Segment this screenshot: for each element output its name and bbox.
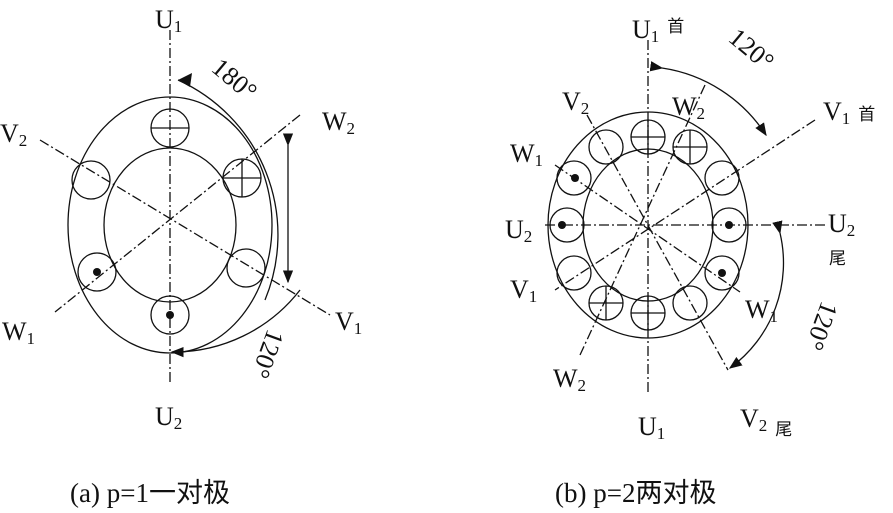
angle-120-right: 120° xyxy=(799,298,843,354)
axis-w1 xyxy=(554,164,741,293)
label-u1-prime: U1 xyxy=(638,412,665,443)
axis-v2 xyxy=(586,114,729,371)
label-u2: U2 xyxy=(155,402,182,433)
angle-120: 120° xyxy=(245,326,289,382)
diagram-one-pole-pair: U1 U2 V2 V1 W2 W1 180° 120° (a) p=1一对极 xyxy=(0,5,362,508)
label-v1: V1 xyxy=(335,307,362,338)
arc-180 xyxy=(177,79,279,301)
axis-w2 xyxy=(579,84,706,356)
label-u1: U1 xyxy=(155,5,182,36)
angle-120-top: 120° xyxy=(723,22,779,76)
caption-b: (b) p=2两对极 xyxy=(555,478,716,508)
arc-120-right xyxy=(728,220,785,369)
caption-a: (a) p=1一对极 xyxy=(70,478,230,508)
axis-v xyxy=(39,139,331,316)
label-u2-tail: 尾 xyxy=(829,249,846,268)
label-u2-prime: U2 xyxy=(505,215,532,246)
label-u2: U2 xyxy=(828,209,855,240)
label-v2: V2 xyxy=(0,119,27,150)
arc-120-top xyxy=(649,61,767,137)
label-w1: W1 xyxy=(745,295,778,326)
label-u1: U1首 xyxy=(632,15,684,46)
label-v2-prime: V2 xyxy=(562,87,589,118)
arc-120-bottom xyxy=(170,289,301,358)
label-w1: W1 xyxy=(2,317,35,348)
axis-v1 xyxy=(554,119,816,291)
label-v1-prime: V1 xyxy=(510,275,537,306)
label-w2: W2 xyxy=(322,107,355,138)
label-w2-prime: W2 xyxy=(672,92,705,123)
label-w1-prime: W1 xyxy=(510,139,543,170)
label-w2: W2 xyxy=(553,364,586,395)
slots xyxy=(71,108,266,335)
axis-w xyxy=(54,114,301,313)
angle-180: 180° xyxy=(206,52,262,106)
